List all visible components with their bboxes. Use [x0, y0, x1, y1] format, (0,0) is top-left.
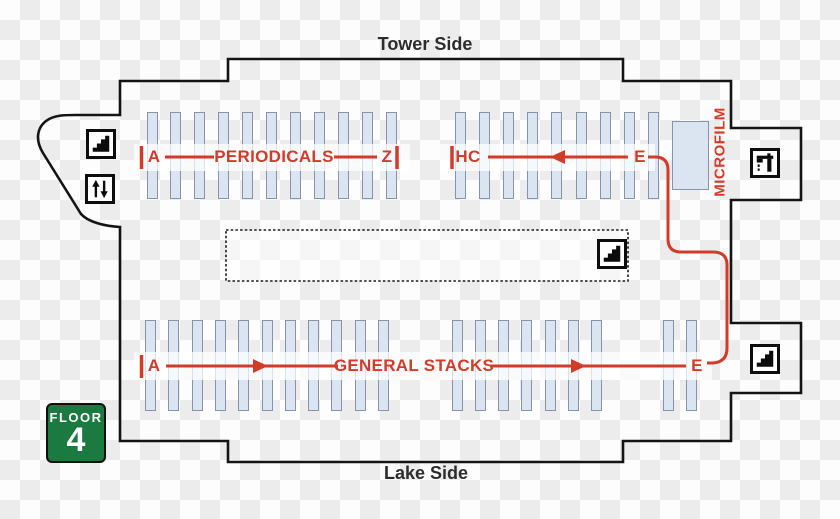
stairs-glyph: [603, 245, 621, 262]
hc-start-label: HC: [455, 147, 481, 166]
stairs-icon: [597, 239, 627, 269]
general-stacks-title: GENERAL STACKS: [333, 356, 495, 375]
periodicals-end-label: Z: [381, 147, 393, 166]
hc-end-label: E: [634, 147, 646, 166]
stairs-icon: [86, 129, 116, 159]
floor-sign-number: 4: [66, 421, 86, 459]
floor-sign-word: FLOOR: [49, 410, 103, 425]
general-arrow-right-icon-2: [571, 359, 586, 373]
call-number-connector-path: [648, 155, 729, 365]
hc-arrow-left-icon: [550, 150, 565, 164]
tower-side-label: Tower Side: [377, 34, 473, 54]
general-start-label: A: [147, 356, 161, 375]
elevator-arrows-glyph: [92, 179, 108, 199]
floor-number-sign: FLOOR 4: [46, 403, 106, 463]
elevator-icon: [85, 174, 115, 204]
drinking-fountain-icon: [750, 148, 780, 178]
stairs-glyph: [756, 350, 774, 367]
fountain-glyph: [756, 153, 774, 172]
microfilm-cabinet: [672, 121, 709, 190]
general-end-label: E: [691, 356, 703, 375]
study-area-fill: [226, 230, 628, 281]
general-arrow-right-icon-1: [253, 359, 268, 373]
study-area-dashed-outline: [225, 229, 629, 282]
periodicals-title: PERIODICALS: [214, 147, 334, 166]
stairs-icon: [750, 344, 780, 374]
microfilm-label: MICROFILM: [711, 107, 729, 197]
lake-side-label: Lake Side: [383, 463, 469, 483]
building-outline: [36, 57, 803, 464]
stairs-glyph: [92, 135, 110, 152]
periodicals-start-label: A: [147, 147, 161, 166]
